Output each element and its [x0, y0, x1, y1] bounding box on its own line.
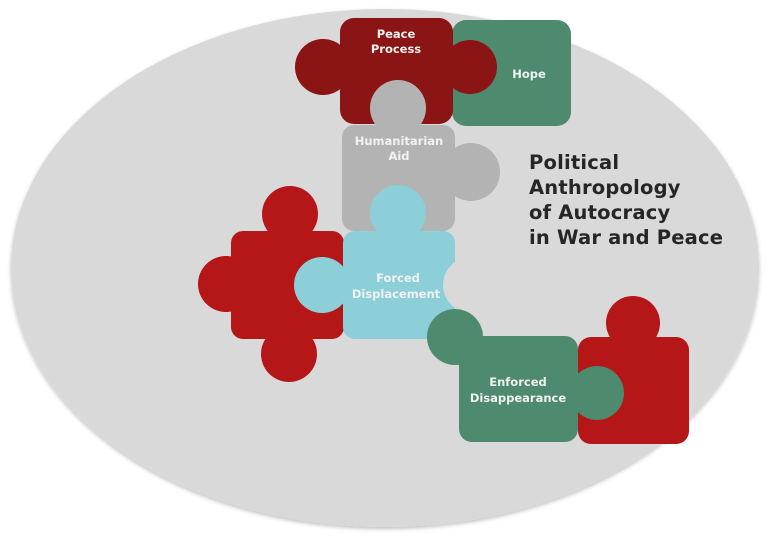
label-enforced-disappearance-line1: Enforced [489, 375, 546, 389]
title-line-4: in War and Peace [529, 226, 724, 249]
piece-forced-displacement [294, 185, 499, 339]
title-line-3: of Autocracy [529, 201, 671, 224]
piece-enforced-disappearance [427, 309, 624, 442]
piece-humanitarian-aid [342, 80, 500, 231]
label-forced-displacement-line1: Forced [376, 271, 420, 285]
piece-peace-process [295, 18, 497, 124]
diagram-title: Political Anthropology of Autocracy in W… [529, 150, 723, 250]
label-hope: Hope [512, 67, 546, 81]
label-peace-process-line1: Peace [377, 27, 416, 41]
title-line-1: Political [529, 151, 620, 174]
label-humanitarian-aid-line2: Aid [388, 149, 409, 163]
title-line-2: Anthropology [529, 176, 681, 199]
label-peace-process-line2: Process [371, 42, 421, 56]
label-forced-displacement-line2: Displacement [352, 287, 441, 301]
label-enforced-disappearance-line2: Disappearance [470, 391, 567, 405]
label-humanitarian-aid-line1: Humanitarian [355, 134, 444, 148]
